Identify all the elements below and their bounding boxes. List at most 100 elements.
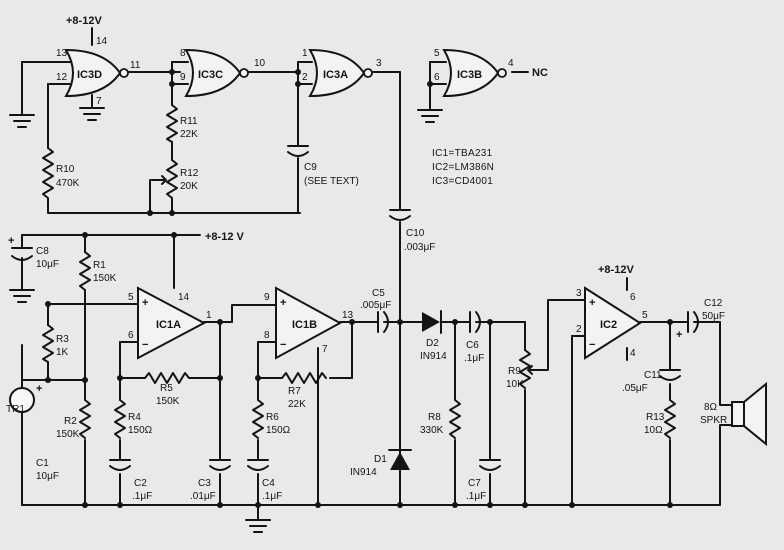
r1-label: R1 <box>93 260 106 271</box>
r3-label: R3 <box>56 334 69 345</box>
c3-label: C3 <box>198 478 211 489</box>
ic2-label: IC2 <box>600 319 617 331</box>
c5-value: .005μF <box>360 300 391 311</box>
pin-8: 8 <box>180 48 186 59</box>
tr1-transducer <box>9 387 35 413</box>
ic1a-pin-1: 1 <box>206 310 212 321</box>
r4-label: R4 <box>128 412 141 423</box>
pin-7: 7 <box>96 96 102 107</box>
nor-gate-ic3d: IC3D <box>64 48 129 98</box>
c3-value: .01μF <box>190 491 216 502</box>
ic2-minus: − <box>589 339 595 351</box>
ic1b-pin-9: 9 <box>264 292 270 303</box>
r8-value: 330K <box>420 425 444 436</box>
ic1b-pin-13: 13 <box>342 310 354 321</box>
r9-value: 10K <box>506 379 524 390</box>
ic2-pin-3: 3 <box>576 288 582 299</box>
ic2-pin-4: 4 <box>630 348 636 359</box>
resistors <box>42 104 676 439</box>
c5-capacitor <box>377 311 391 333</box>
r6-resistor <box>252 399 264 439</box>
c10-label: C10 <box>406 228 425 239</box>
ic2-pin-2: 2 <box>576 324 582 335</box>
r13-label: R13 <box>646 412 665 423</box>
r3-value: 1K <box>56 347 69 358</box>
c6-value: .1μF <box>464 353 484 364</box>
r9-label: R9 <box>508 366 521 377</box>
pin-11: 11 <box>130 60 141 71</box>
c6-label: C6 <box>466 340 479 351</box>
r11-resistor <box>166 104 178 143</box>
pin-13: 13 <box>56 48 68 59</box>
r9-wiper-arrow <box>527 365 535 375</box>
c6-capacitor <box>469 311 483 333</box>
pin-6: 6 <box>434 72 440 83</box>
r13-value: 10Ω <box>644 425 663 436</box>
r5-resistor <box>144 372 193 384</box>
ic1b-minus: − <box>280 339 286 351</box>
c7-label: C7 <box>468 478 481 489</box>
ic1b-pin-7: 7 <box>322 344 328 355</box>
c11-value: .05μF <box>622 383 648 394</box>
labels: +8-12V +8-12 V +8-12V NC 13 14 12 11 7 8… <box>6 15 727 502</box>
d1-value: IN914 <box>350 467 377 478</box>
ic1a-minus: − <box>142 339 148 351</box>
ground-icon <box>245 519 271 533</box>
ic1b-label: IC1B <box>292 319 317 331</box>
pin-5: 5 <box>434 48 440 59</box>
speaker-icon <box>731 381 767 447</box>
nor-gate-ic3a: IC3A <box>308 48 373 98</box>
pin-3: 3 <box>376 58 382 69</box>
opamp-ic2: IC2 + − <box>584 286 642 360</box>
r11-label: R11 <box>180 116 198 127</box>
ic3c-label: IC3C <box>198 69 223 81</box>
supply-label-ic1: +8-12 V <box>205 231 244 243</box>
r5-label: R5 <box>160 383 173 394</box>
pin-10: 10 <box>254 58 266 69</box>
ic1a-pin-5: 5 <box>128 292 134 303</box>
r2-value: 150K <box>56 429 80 440</box>
ground-icon <box>9 289 35 303</box>
r12-resistor <box>166 159 178 199</box>
c7-capacitor <box>479 459 501 471</box>
c12-capacitor <box>687 311 701 333</box>
ground-symbols <box>9 107 443 533</box>
diode-d2 <box>422 310 442 334</box>
ground-icon <box>79 107 105 121</box>
r4-resistor <box>114 399 126 439</box>
ground-icon <box>417 109 443 123</box>
r13-resistor <box>664 399 676 439</box>
ic1b-plus: + <box>280 297 286 309</box>
ic1a-pin-14: 14 <box>178 292 190 303</box>
c10-capacitor <box>389 209 411 221</box>
r10-resistor <box>42 147 54 206</box>
r6-label: R6 <box>266 412 279 423</box>
r2-resistor <box>79 399 91 439</box>
r12-value: 20K <box>180 181 198 192</box>
opamp-ic1a: IC1A + − <box>137 286 207 360</box>
pin-12: 12 <box>56 72 68 83</box>
r8-resistor <box>449 399 461 439</box>
supply-label-ic3: +8-12V <box>66 15 102 27</box>
c4-capacitor <box>247 459 269 471</box>
c4-label: C4 <box>262 478 275 489</box>
r6-value: 150Ω <box>266 425 291 436</box>
r1-resistor <box>79 251 91 291</box>
parts-list-ic3: IC3=CD4001 <box>432 176 493 187</box>
c8-plus: + <box>8 235 14 247</box>
ic3d-label: IC3D <box>77 69 102 81</box>
r9-resistor <box>519 349 531 389</box>
c12-label: C12 <box>704 298 723 309</box>
pin-1: 1 <box>302 48 308 59</box>
r12-label: R12 <box>180 168 199 179</box>
ic3a-label: IC3A <box>323 69 348 81</box>
r3-resistor <box>42 324 54 363</box>
ic1a-label: IC1A <box>156 319 181 331</box>
ic2-pin-6: 6 <box>630 292 636 303</box>
parts-list-ic1: IC1=TBA231 <box>432 148 493 159</box>
opamp-ic1b: IC1B + − <box>275 286 343 360</box>
r10-value: 470K <box>56 178 80 189</box>
ic2-pin-5: 5 <box>642 310 648 321</box>
ic1a-plus: + <box>142 297 148 309</box>
